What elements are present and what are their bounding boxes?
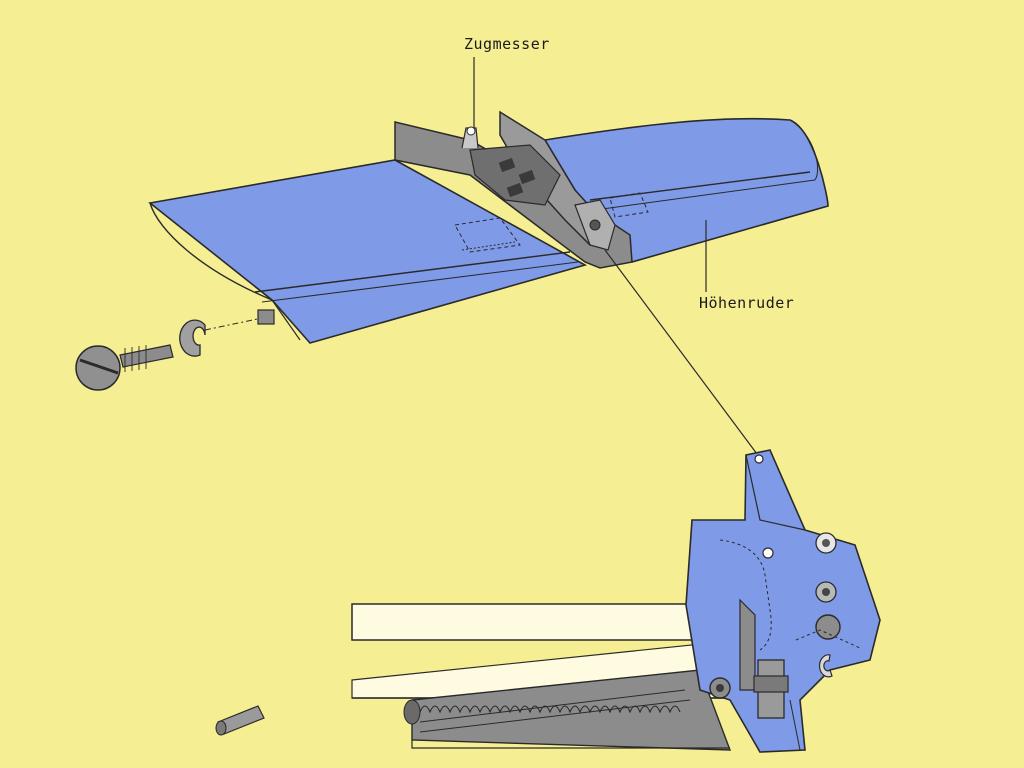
fuselage-tail-section <box>351 603 741 751</box>
central-hub-mechanism <box>394 110 633 269</box>
elevator-left-half <box>148 159 588 344</box>
pivot-pin-assembly <box>75 309 275 391</box>
rudder-horn-bracket <box>685 449 881 753</box>
label-pull-gauge: Zugmesser <box>464 35 550 53</box>
control-cable <box>604 249 761 459</box>
loose-pin <box>215 705 265 736</box>
label-elevator: Höhenruder <box>699 294 795 312</box>
